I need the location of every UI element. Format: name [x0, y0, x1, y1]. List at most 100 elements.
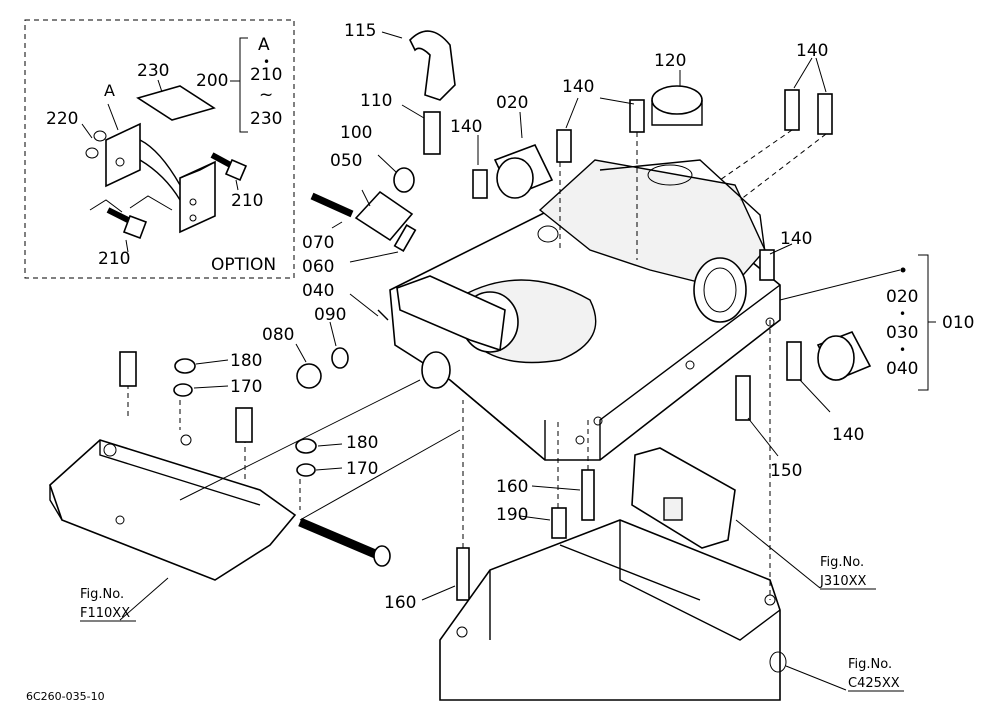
housing-arm: [396, 275, 506, 352]
fitting-100: [393, 167, 415, 193]
leader-115: [381, 31, 403, 39]
label-210-right: 210: [231, 191, 263, 211]
group-bracket: [918, 254, 936, 391]
bolt-210-lower-head: [122, 214, 148, 240]
leader-j310: [735, 519, 821, 589]
plug-120: [651, 85, 703, 115]
upper-parts: [295, 30, 833, 457]
case-c425: [439, 519, 781, 701]
washer-090: [331, 347, 349, 369]
label-100: 100: [340, 123, 372, 143]
label-180-b: 180: [346, 433, 378, 453]
nut-180-a: [174, 358, 196, 374]
bolt-hole-3: [765, 317, 775, 327]
bolt-140-c: [629, 99, 645, 133]
sleeve-020-top-end: [496, 157, 534, 199]
leader-040: [349, 293, 379, 317]
plate-hole-2: [180, 434, 192, 446]
plate-guides: [127, 375, 301, 510]
option-port-c: [189, 214, 197, 222]
label-220: 220: [46, 109, 78, 129]
o-ring-220-b: [85, 147, 99, 159]
o-ring-220-a: [93, 130, 107, 142]
left-plate: [49, 375, 461, 621]
label-group-dot2: •: [899, 343, 906, 357]
leader-020-top: [519, 111, 523, 139]
flange-050: [354, 190, 414, 242]
label-110: 110: [360, 91, 392, 111]
plate-flange: [49, 440, 261, 521]
callout-labels: 115 120 110 140 140 140 020 100 050 070 …: [26, 21, 974, 703]
option-leaders: [81, 79, 239, 253]
fig-ref-c425-line2: C425XX: [848, 676, 900, 691]
fitting-070: [310, 192, 354, 218]
option-port-a: [115, 157, 125, 167]
washer-170-a: [173, 383, 193, 397]
gasket-230: [136, 85, 216, 121]
label-group-020: 020: [886, 287, 918, 307]
housing-small-port: [537, 225, 559, 243]
bolt-140-b: [556, 129, 572, 163]
label-040: 040: [302, 281, 334, 301]
right-group: [779, 254, 936, 391]
bolt-210-upper-head: [224, 158, 248, 182]
bolt-150: [735, 375, 751, 421]
option-tube: [139, 139, 181, 201]
housing-base-edges: [449, 284, 781, 461]
housing-port-left: [421, 351, 451, 389]
label-060: 060: [302, 257, 334, 277]
bolt-hole-4: [593, 416, 603, 426]
label-020-top: 020: [496, 93, 528, 113]
bolt-140-a: [472, 169, 488, 199]
label-070: 070: [302, 233, 334, 253]
label-180-a: 180: [230, 351, 262, 371]
label-group-dot1: •: [899, 307, 906, 321]
label-150: 150: [770, 461, 802, 481]
stud-160-a: [581, 469, 595, 521]
label-170-a: 170: [230, 377, 262, 397]
plate-shaft: [298, 517, 382, 561]
label-050: 050: [330, 151, 362, 171]
option-guides: [89, 195, 173, 213]
footer-code: 6C260-035-10: [26, 690, 105, 703]
housing-top-deck: [538, 159, 766, 291]
plate-shaft-end: [373, 545, 391, 567]
option-block-right: [179, 160, 216, 234]
option-block-right-top: [179, 161, 216, 179]
lower-guides: [462, 400, 589, 548]
pin-190: [551, 507, 567, 539]
leader-100: [377, 154, 397, 173]
housing-bore-right-inner: [703, 267, 737, 313]
label-group-040: 040: [886, 359, 918, 379]
label-140-a: 140: [562, 77, 594, 97]
case-hole-1: [456, 626, 468, 638]
label-140-bottom: 140: [832, 425, 864, 445]
plate-hole-3: [115, 515, 125, 525]
washer-170-b: [296, 463, 316, 477]
leader-f110: [119, 577, 169, 621]
range-210: 210: [250, 65, 282, 85]
label-190: 190: [496, 505, 528, 525]
option-label: OPTION: [211, 255, 276, 275]
bolt-140-e: [817, 93, 833, 135]
bolt-140-g: [786, 341, 802, 381]
housing-top-edge: [599, 159, 769, 276]
leader-c425: [785, 665, 847, 691]
housing-bore-right: [693, 257, 747, 323]
fig-ref-f110-line2: F110XX: [80, 606, 130, 621]
bolt-hole-1: [575, 435, 585, 445]
label-group-030: 030: [886, 323, 918, 343]
label-160-a: 160: [496, 477, 528, 497]
range-letter-a: A: [258, 35, 270, 55]
label-200: 200: [196, 71, 228, 91]
label-230: 230: [137, 61, 169, 81]
lower-parts: [421, 320, 847, 701]
fitting-110: [423, 111, 441, 155]
label-160-b: 160: [384, 593, 416, 613]
gasket-j310: [631, 447, 736, 549]
option-block-left: [105, 122, 141, 188]
leader-070: [331, 221, 343, 229]
left-hardware: [119, 351, 343, 477]
label-140-right: 140: [780, 229, 812, 249]
fig-ref-c425-line1: Fig.No.: [848, 657, 892, 672]
